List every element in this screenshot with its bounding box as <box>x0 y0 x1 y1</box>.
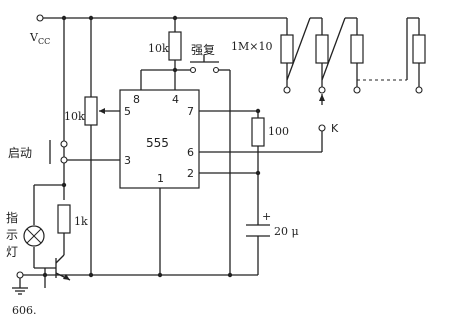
array-resistor-10 <box>412 34 426 64</box>
cap-label: 20 μ <box>274 225 299 238</box>
tap-terminal-3 <box>353 86 361 94</box>
pot-wiper-arrow <box>99 108 105 114</box>
array-resistor-1 <box>280 34 294 64</box>
array-resistor-2 <box>315 34 329 64</box>
r-array-label: 1M×10 <box>231 40 272 53</box>
resistor-1k <box>57 204 71 234</box>
pin-3: 3 <box>124 154 131 167</box>
resistor-10k-top <box>168 31 182 61</box>
array-resistor-3 <box>350 34 364 64</box>
pin-4: 4 <box>172 93 179 106</box>
junction-dots <box>42 15 261 278</box>
k-terminal <box>318 124 326 132</box>
reset-button <box>189 55 220 74</box>
indicator-lamp <box>23 225 45 247</box>
tap-terminal-1 <box>283 86 291 94</box>
pin-2: 2 <box>187 167 194 180</box>
ic-name: 555 <box>146 136 169 150</box>
pin-5: 5 <box>124 105 131 118</box>
pin-8: 8 <box>133 93 140 106</box>
capacitor-20u <box>246 224 270 237</box>
vcc-terminal <box>36 14 44 22</box>
ground-symbol <box>12 271 28 295</box>
start-button-label: 启动 <box>8 146 32 160</box>
transistor <box>55 254 71 281</box>
lamp-label-1: 指 <box>6 210 18 225</box>
lamp-label-2: 示 <box>6 228 18 242</box>
pin-6: 6 <box>187 146 194 159</box>
r-100-label: 100 <box>268 125 289 138</box>
reset-button-label: 强复 <box>191 43 215 57</box>
ic-555 <box>119 89 200 189</box>
lamp-label-3: 灯 <box>6 245 18 259</box>
vcc-label: VCC <box>29 31 50 46</box>
switch-k-label: K <box>331 122 339 135</box>
tap-terminal-2 <box>318 86 326 94</box>
pot-10k-label: 10k <box>64 110 85 123</box>
footer-label: 606. <box>12 304 37 317</box>
wiring <box>20 17 420 288</box>
r-10k-top-label: 10k <box>148 42 169 55</box>
cap-plus: + <box>262 210 271 223</box>
k-arrow <box>319 94 325 101</box>
pot-10k <box>84 96 98 126</box>
pin-1: 1 <box>157 172 164 185</box>
resistor-100 <box>251 117 265 147</box>
tap-terminal-10 <box>415 86 423 94</box>
r-1k-label: 1k <box>74 215 88 228</box>
start-button <box>49 140 68 164</box>
pin-7: 7 <box>187 105 194 118</box>
